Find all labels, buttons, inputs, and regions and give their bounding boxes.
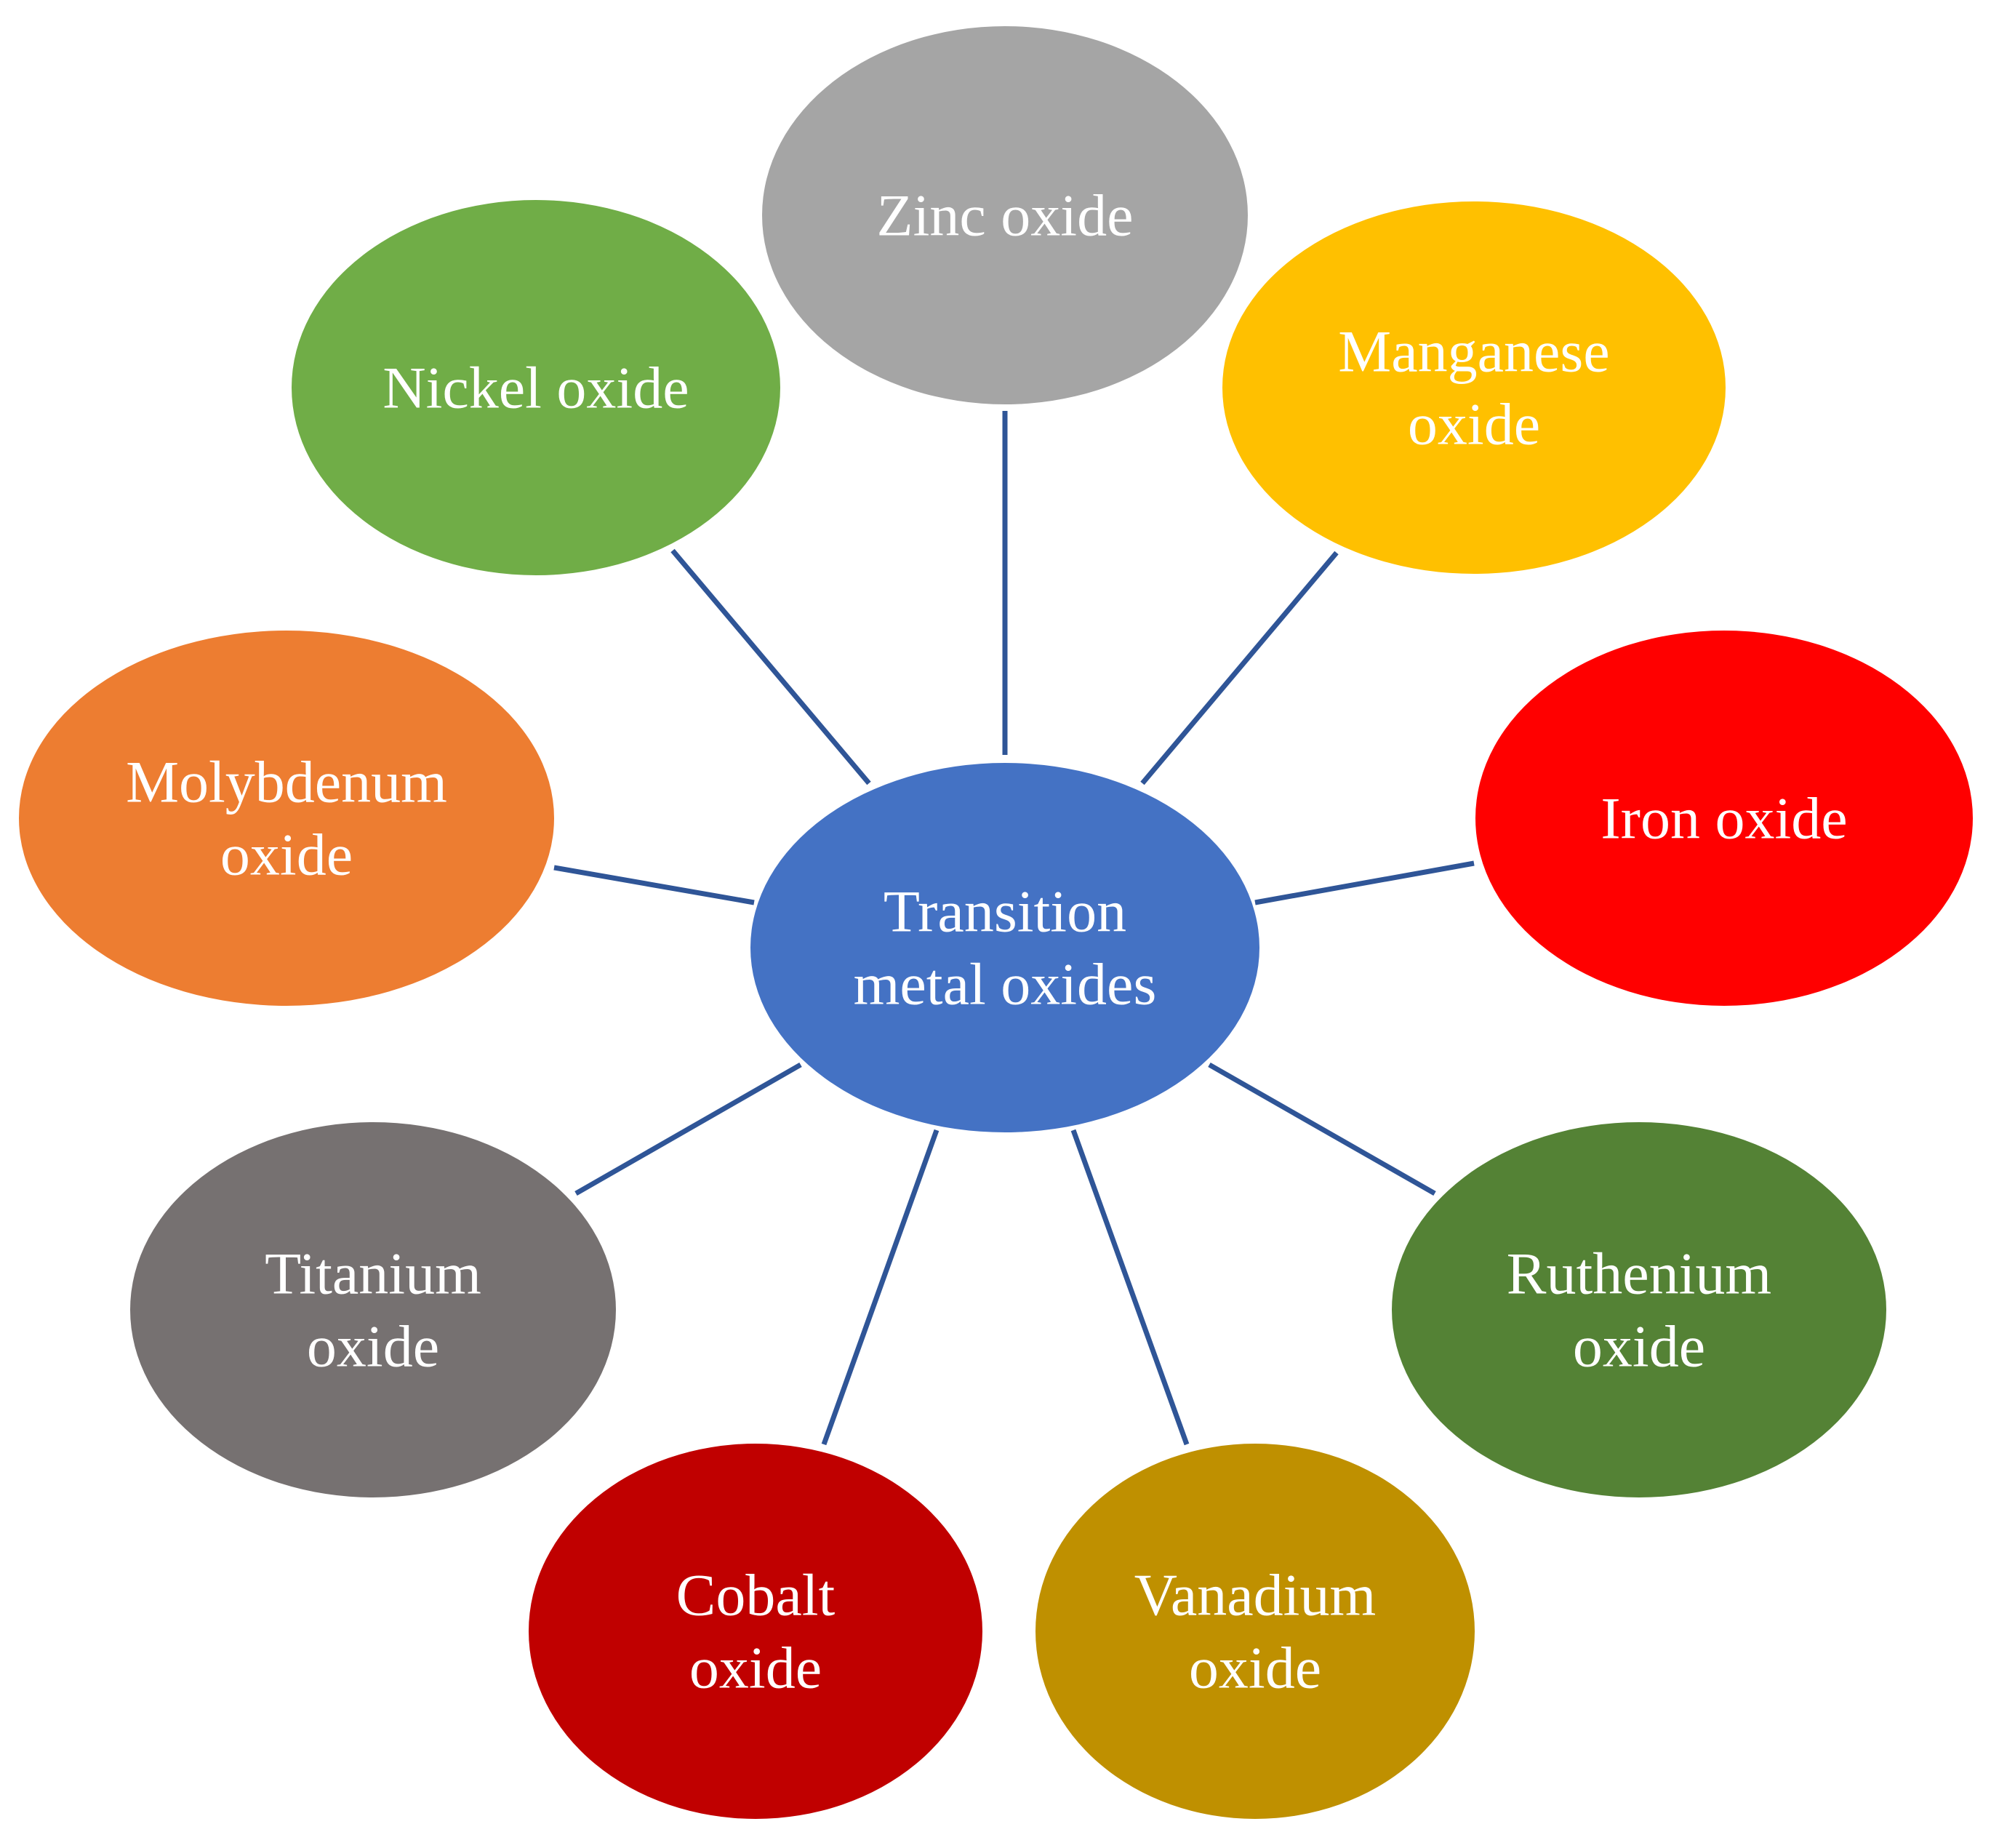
center-ellipse (750, 763, 1259, 1132)
molybdenum-oxide-label-line-2: oxide (220, 822, 353, 888)
titanium-oxide-label-line-2: oxide (307, 1313, 439, 1380)
manganese-oxide-label-line-2: oxide (1408, 391, 1540, 457)
zinc-oxide-ellipse (762, 26, 1248, 404)
molybdenum-oxide-ellipse (19, 631, 554, 1006)
nickel-oxide-label-line-1: Nickel oxide (382, 355, 689, 421)
manganese-oxide-ellipse (1222, 201, 1726, 574)
iron-oxide-ellipse (1475, 631, 1973, 1006)
node-iron-oxide: Iron oxide (1475, 631, 1973, 1006)
cobalt-oxide-label-line-1: Cobalt (676, 1562, 836, 1628)
connector-ruthenium-oxide (1208, 1062, 1436, 1196)
connector-titanium-oxide (574, 1062, 802, 1196)
connector-cobalt-oxide (821, 1129, 940, 1446)
titanium-oxide-ellipse (130, 1122, 616, 1497)
molybdenum-oxide-label-line-1: Molybdenum (126, 749, 447, 815)
connectors (553, 411, 1475, 1446)
connector-manganese-oxide (1140, 551, 1339, 785)
iron-oxide-label-line-1: Iron oxide (1601, 785, 1847, 852)
node-vanadium-oxide: Vanadium oxide (1035, 1444, 1475, 1819)
node-molybdenum-oxide: Molybdenum oxide (19, 631, 554, 1006)
vanadium-oxide-label-line-2: oxide (1189, 1635, 1321, 1701)
nickel-oxide-ellipse (292, 200, 780, 575)
titanium-oxide-label-line-1: Titanium (265, 1241, 481, 1307)
node-zinc-oxide: Zinc oxide (762, 26, 1248, 404)
center-label-line-2: metal oxides (854, 951, 1157, 1017)
cobalt-oxide-ellipse (529, 1444, 982, 1819)
manganese-oxide-label-line-1: Manganese (1338, 319, 1609, 385)
connector-nickel-oxide (670, 548, 871, 785)
vanadium-oxide-ellipse (1035, 1444, 1475, 1819)
connector-vanadium-oxide (1070, 1129, 1190, 1446)
zinc-oxide-label-line-1: Zinc oxide (877, 183, 1134, 249)
connector-iron-oxide (1254, 860, 1475, 905)
vanadium-oxide-label-line-1: Vanadium (1134, 1562, 1376, 1628)
cobalt-oxide-label-line-2: oxide (689, 1635, 822, 1701)
ruthenium-oxide-label-line-2: oxide (1573, 1313, 1705, 1380)
ruthenium-oxide-ellipse (1392, 1122, 1886, 1497)
connector-molybdenum-oxide (553, 865, 755, 905)
node-cobalt-oxide: Cobalt oxide (529, 1444, 982, 1819)
ruthenium-oxide-label-line-1: Ruthenium (1507, 1241, 1771, 1307)
node-nickel-oxide: Nickel oxide (292, 200, 780, 575)
center-label-line-1: Transition (884, 879, 1126, 945)
